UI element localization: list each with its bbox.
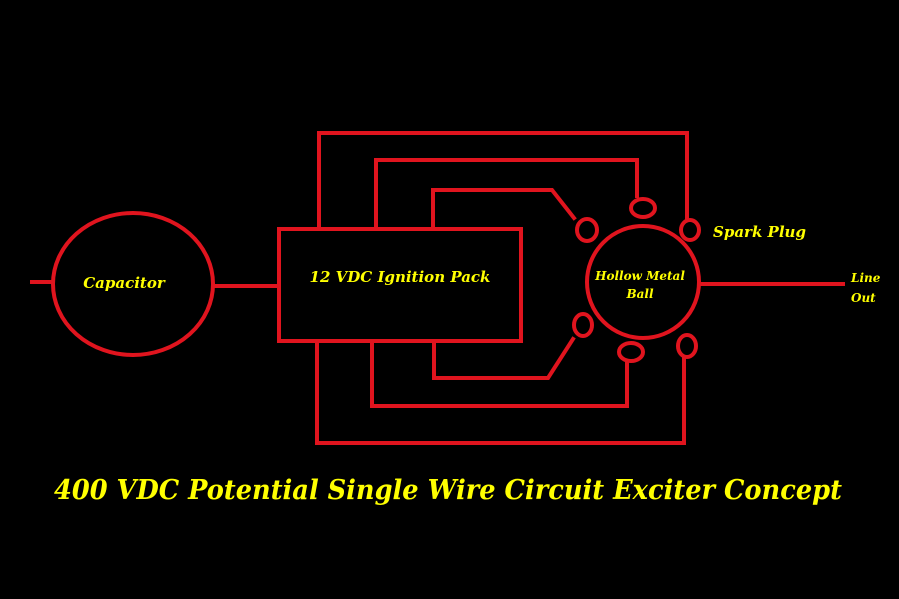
spark-plug-label: Spark Plug: [713, 223, 806, 241]
bottom-middle-wire: [370, 340, 629, 408]
bottom-outer-wire: [315, 340, 686, 445]
spark-plug-top-center: [629, 197, 657, 219]
spark-plug-top-left: [575, 217, 599, 243]
spark-plug-bottom-left: [572, 312, 594, 338]
ball-label-line2: Ball: [625, 287, 653, 301]
ball-label-line1: Hollow Metal: [594, 269, 685, 283]
ignition-pack-label: 12 VDC Ignition Pack: [310, 268, 491, 286]
top-inner-wire: [431, 188, 577, 230]
diagram-title: 400 VDC Potential Single Wire Circuit Ex…: [54, 475, 842, 506]
spark-plug-bottom-right: [676, 333, 698, 359]
spark-plug-bottom-center: [617, 341, 645, 363]
line-out-label-line1: Line: [850, 271, 881, 285]
capacitor-label: Capacitor: [83, 274, 166, 292]
line-out-label-line2: Out: [851, 291, 876, 305]
top-outer-wire: [317, 131, 689, 230]
top-middle-wire: [374, 158, 639, 230]
ignition-pack-box: [277, 227, 523, 343]
spark-plug-top-right: [679, 218, 701, 242]
bottom-inner-wire: [432, 336, 576, 380]
